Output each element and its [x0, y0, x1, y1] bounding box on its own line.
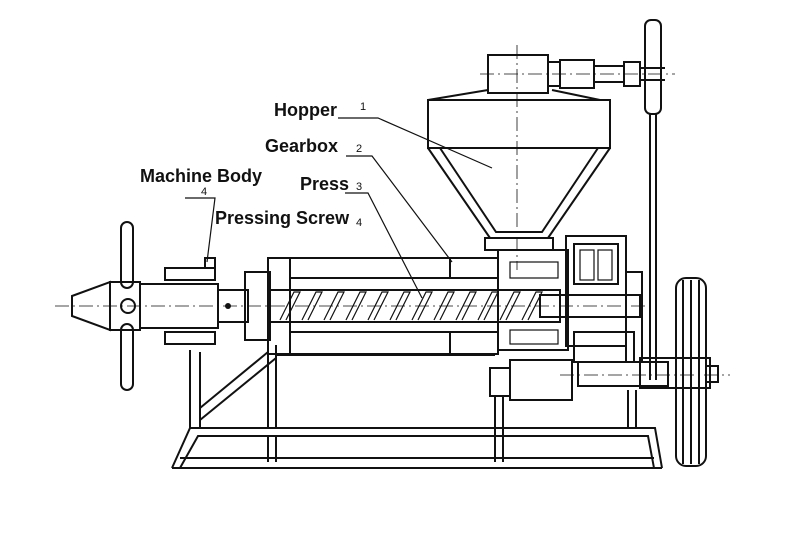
label-pressing-screw-num: 4 [356, 217, 362, 229]
label-gearbox-text: Gearbox [265, 136, 338, 156]
label-hopper: Hopper 1 [274, 100, 493, 169]
label-pressing-screw: Pressing Screw 4 [215, 208, 362, 229]
press-barrel [244, 249, 569, 355]
machine-stand [171, 345, 663, 469]
label-press-num: 3 [356, 181, 362, 193]
pressing-screw-drawing [55, 289, 650, 323]
pulley-wheel [560, 277, 730, 467]
label-machine-body: Machine Body 4 [140, 166, 262, 263]
label-hopper-num: 1 [360, 101, 366, 113]
label-machine-body-text: Machine Body [140, 166, 262, 186]
label-machine-body-num: 4 [201, 186, 207, 198]
discharge-end [71, 257, 249, 345]
hand-wheel-left [120, 221, 134, 391]
gearbox-drawing [489, 235, 669, 401]
label-press: Press 3 [300, 174, 423, 299]
label-pressing-screw-text: Pressing Screw [215, 208, 350, 228]
label-press-text: Press [300, 174, 349, 194]
label-hopper-text: Hopper [274, 100, 337, 120]
feeder-drive [480, 19, 675, 380]
label-gearbox: Gearbox 2 [265, 136, 453, 263]
screw-flight [279, 291, 301, 321]
label-gearbox-num: 2 [356, 143, 362, 155]
